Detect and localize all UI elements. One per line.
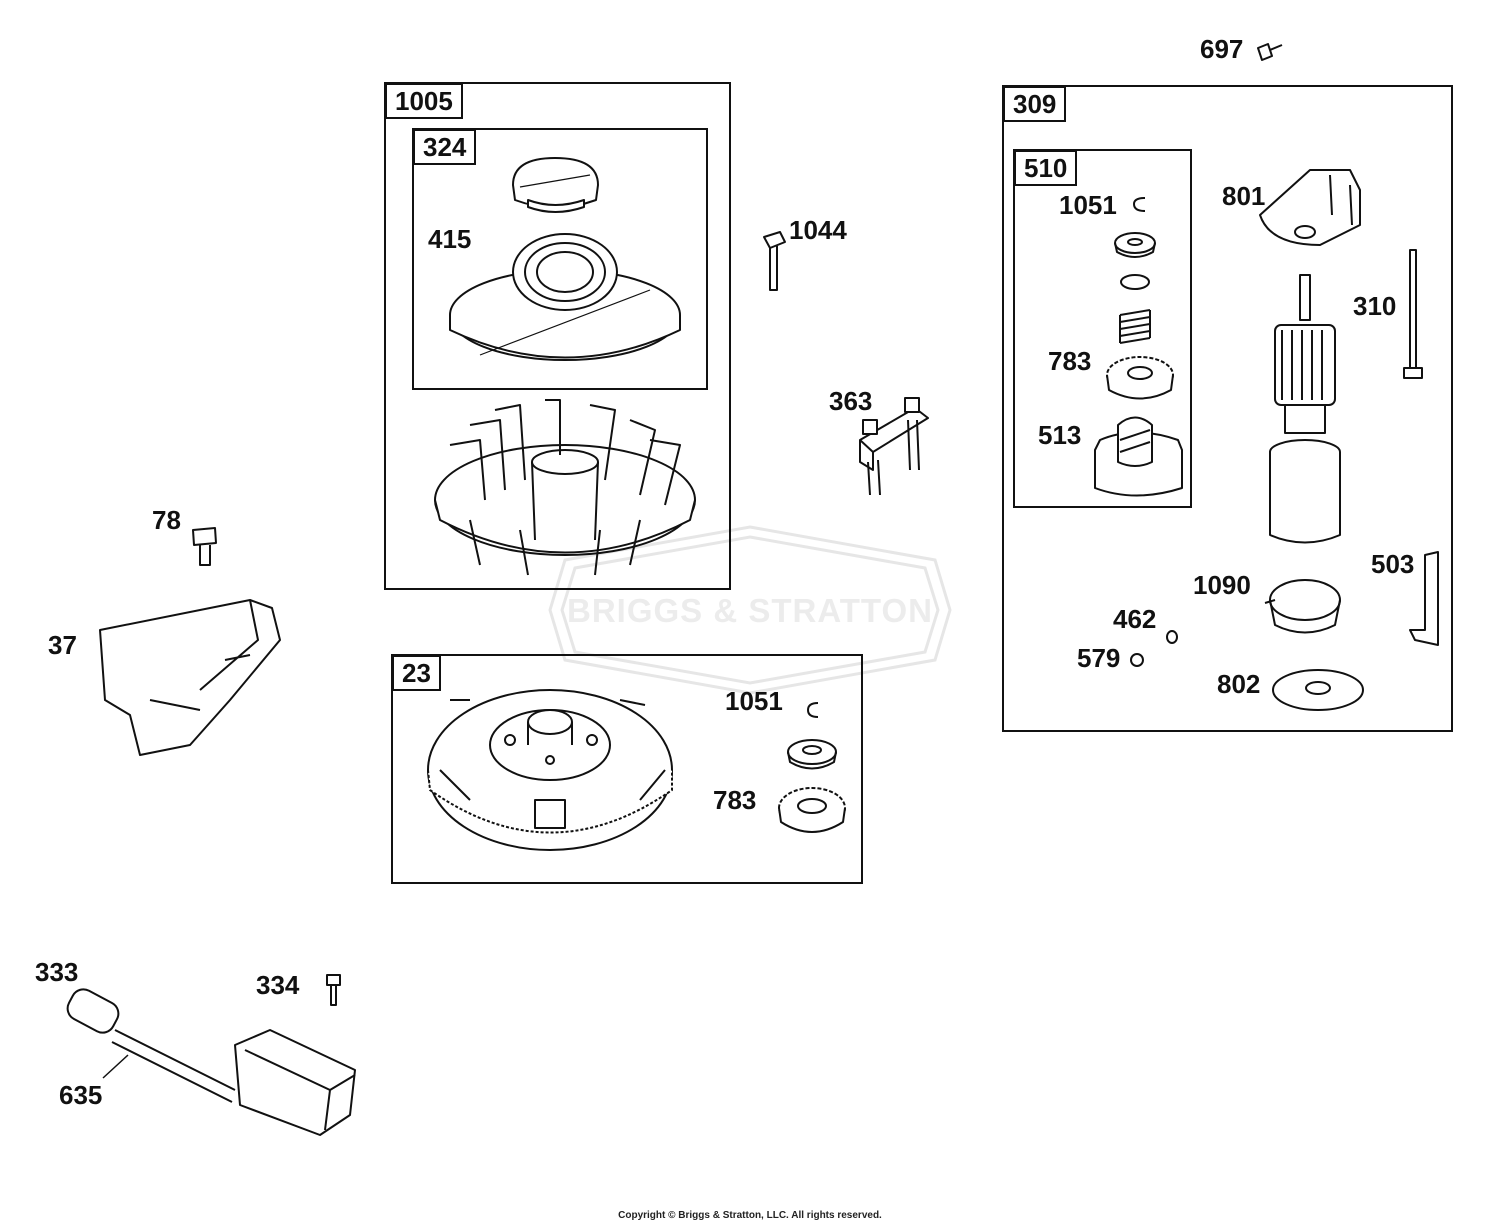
through-bolt-icon: [1403, 249, 1423, 379]
nut-icon: [1130, 653, 1144, 667]
assembly-box-23: 23: [391, 654, 863, 884]
brush-holder-icon: [1264, 579, 1341, 634]
part-label-415[interactable]: 415: [428, 224, 472, 254]
part-label-334[interactable]: 334: [256, 970, 300, 1000]
part-label-462[interactable]: 462: [1113, 604, 1157, 634]
assembly-number-324: 324: [413, 129, 477, 165]
washer-icon: [1120, 274, 1150, 290]
assembly-box-324: 324: [412, 128, 708, 390]
ground-strap-icon: [1409, 551, 1439, 646]
part-label-801[interactable]: 801: [1222, 181, 1266, 211]
part-label-697[interactable]: 697: [1200, 34, 1244, 64]
part-label-78[interactable]: 78: [152, 505, 181, 535]
part-label-783-flywheel[interactable]: 783: [713, 785, 757, 815]
cap-icon: [512, 157, 599, 213]
part-label-1090[interactable]: 1090: [1193, 570, 1251, 600]
assembly-number-309: 309: [1003, 86, 1067, 122]
starter-bracket-icon: [1259, 169, 1361, 246]
part-label-579[interactable]: 579: [1077, 643, 1121, 673]
part-label-1051-starter[interactable]: 1051: [1059, 190, 1117, 220]
pinion-gear-icon: [778, 787, 846, 833]
blower-housing-icon: [449, 233, 681, 361]
part-label-310[interactable]: 310: [1353, 291, 1397, 321]
part-label-1044[interactable]: 1044: [789, 215, 847, 245]
bracket-with-studs-icon: [859, 397, 929, 496]
assembly-number-23: 23: [392, 655, 441, 691]
copyright-notice: Copyright © Briggs & Stratton, LLC. All …: [618, 1210, 882, 1221]
part-label-513[interactable]: 513: [1038, 420, 1082, 450]
part-label-363[interactable]: 363: [829, 386, 873, 416]
brand-watermark-emblem: [548, 525, 952, 695]
assembly-box-510: 510: [1013, 149, 1192, 508]
part-label-333[interactable]: 333: [35, 957, 79, 987]
part-label-503[interactable]: 503: [1371, 549, 1415, 579]
assembly-number-1005: 1005: [385, 83, 463, 119]
ignition-coil-icon: [66, 988, 356, 1136]
part-label-37[interactable]: 37: [48, 630, 77, 660]
part-label-783-starter[interactable]: 783: [1048, 346, 1092, 376]
part-label-1051-flywheel[interactable]: 1051: [725, 686, 783, 716]
cooling-fan-icon: [434, 399, 696, 576]
assembly-box-309: 309: [1002, 85, 1453, 732]
lock-washer-icon: [1166, 630, 1178, 644]
end-plate-icon: [1272, 669, 1364, 711]
brand-watermark: BRIGGS & STRATTON: [567, 592, 933, 629]
part-label-635[interactable]: 635: [59, 1080, 103, 1110]
flywheel-icon: [427, 689, 673, 851]
spring-icon: [1119, 309, 1151, 344]
starter-drive-icon: [1094, 416, 1183, 497]
shroud-icon: [99, 599, 281, 756]
starter-gear-icon: [1106, 356, 1174, 400]
starter-housing-icon: [1269, 439, 1341, 544]
bolt-icon: [763, 231, 786, 291]
retaining-clip-icon: [807, 702, 819, 718]
ignition-screw-icon: [326, 974, 341, 1006]
assembly-box-1005: 1005: [384, 82, 731, 590]
bolt-icon-78: [192, 527, 217, 566]
retaining-clip-icon-starter: [1133, 197, 1146, 212]
starter-collar-icon: [1114, 232, 1156, 258]
leader-lines: [102, 1054, 129, 1079]
collar-icon: [787, 739, 837, 770]
armature-icon: [1274, 274, 1336, 434]
assembly-number-510: 510: [1014, 150, 1078, 186]
part-label-802[interactable]: 802: [1217, 669, 1261, 699]
screw-icon: [1257, 43, 1283, 61]
